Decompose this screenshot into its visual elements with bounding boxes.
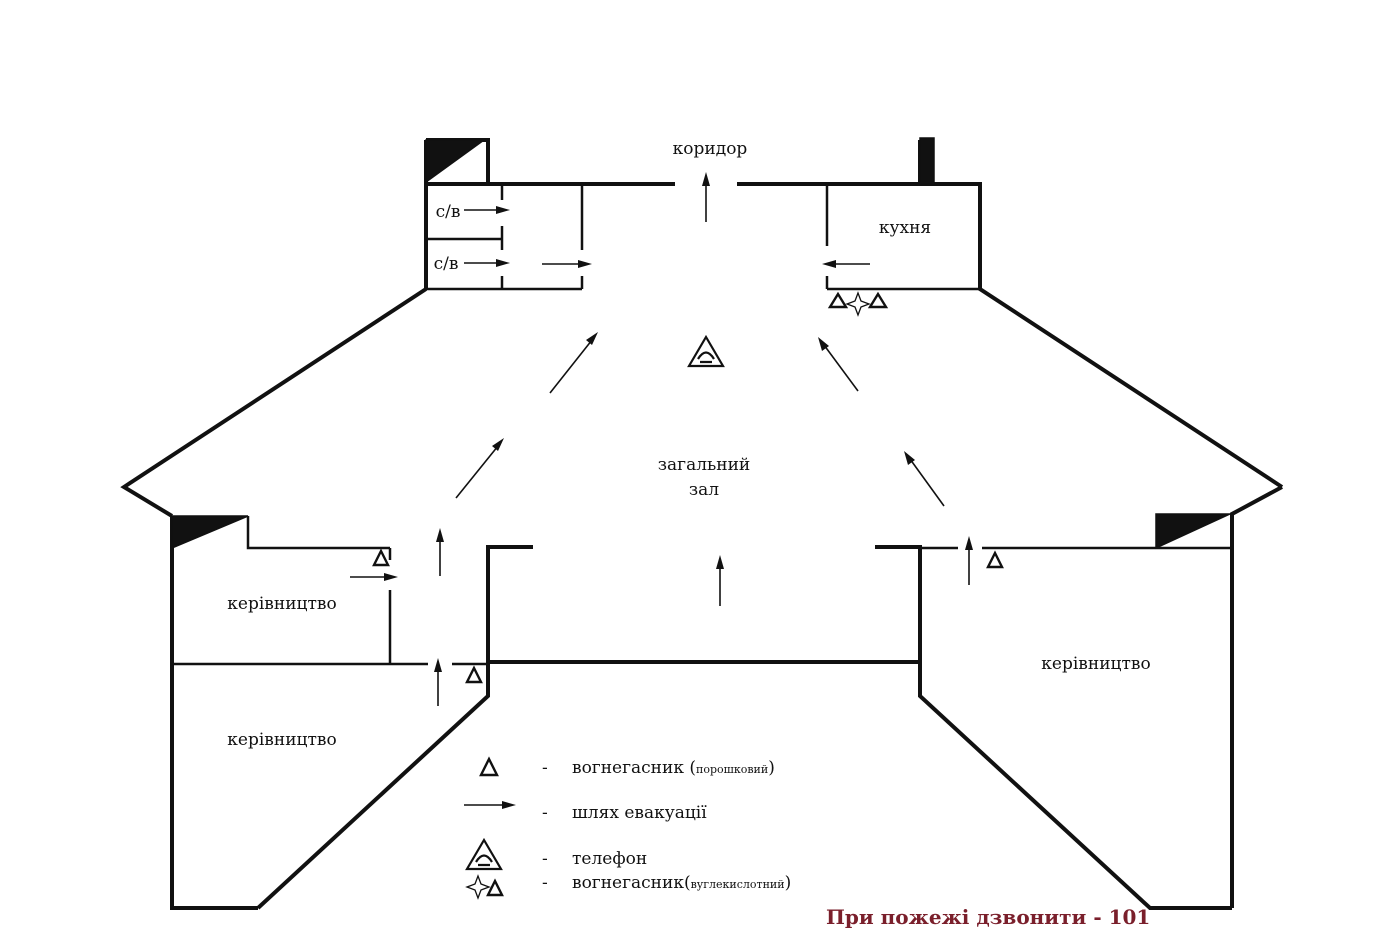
- safety-symbols: [372, 291, 1004, 684]
- legend-phone-label: телефон: [572, 849, 647, 869]
- interior-walls: [172, 184, 1232, 666]
- arrow-wc-bottom: [464, 259, 510, 267]
- arrow-left-wing-lower: [434, 658, 442, 706]
- phone-triangle-icon: [465, 837, 503, 871]
- corner-marks: [171, 137, 1231, 550]
- triangle-icon: [372, 548, 390, 567]
- arrow-vestibule: [542, 260, 592, 268]
- label-management-left-upper: керівництво: [227, 594, 336, 614]
- legend-dash: -: [542, 873, 548, 893]
- label-wc-bottom: с/в: [434, 254, 459, 274]
- triangle-icon: [479, 756, 499, 777]
- wall-left-wing-outer: [170, 516, 258, 910]
- wall-left-diagonal-upper: [120, 287, 428, 518]
- corner-fill-top-right: [919, 137, 935, 185]
- phone-triangle-icon: [687, 334, 725, 368]
- triangle-icon: [986, 550, 1004, 569]
- wall-left-diagonal-lower: [256, 545, 533, 910]
- label-management-right: керівництво: [1041, 654, 1150, 674]
- legend-dash: -: [542, 849, 548, 869]
- corner-fill-left-wing: [171, 515, 249, 550]
- arrow-kitchen: [822, 260, 870, 268]
- arrow-right-wing: [965, 536, 973, 585]
- star-triangle-icon: [465, 874, 504, 900]
- legend-row-co2: - вогнегасник(вуглекислотний): [465, 873, 791, 900]
- label-corridor: коридор: [673, 139, 748, 159]
- label-wc-top: с/в: [436, 202, 461, 222]
- triangle-icon: [827, 291, 849, 309]
- legend-evacuation-label: шлях евакуації: [572, 803, 707, 823]
- label-kitchen: кухня: [879, 218, 931, 238]
- legend-co2-label: вогнегасник(вуглекислотний): [572, 873, 791, 893]
- evacuation-arrows: [350, 172, 973, 706]
- legend-row-evacuation: - шлях евакуації: [464, 801, 707, 823]
- legend: - вогнегасник (порошковий) - шлях евакуа…: [464, 756, 791, 900]
- kitchen-extinguishers: [827, 291, 889, 317]
- corner-fill-right-wing: [1155, 513, 1231, 550]
- label-main-hall-line2: зал: [689, 480, 719, 500]
- triangle-icon: [867, 291, 889, 309]
- triangle-icon: [465, 665, 483, 684]
- legend-powder-label: вогнегасник (порошковий): [572, 758, 775, 778]
- wall-right-diagonal-upper: [920, 182, 1284, 489]
- label-main-hall-line1: загальний: [658, 455, 751, 475]
- arrow-icon: [464, 801, 516, 809]
- star-icon: [845, 291, 871, 317]
- arrow-hall-lower-left: [455, 438, 504, 499]
- arrow-corridor-up: [702, 172, 710, 222]
- arrow-hall-upper-left: [549, 332, 598, 394]
- corner-fill-top-left: [425, 139, 487, 184]
- arrow-wc-top: [464, 206, 510, 214]
- left-wing-top: [246, 516, 390, 550]
- room-labels: коридор с/в с/в кухня загальний зал кері…: [227, 139, 1150, 750]
- arrow-hall-lower-right: [904, 451, 945, 507]
- legend-row-phone: - телефон: [465, 837, 647, 871]
- outer-walls: [120, 138, 1284, 910]
- label-management-left-lower: керівництво: [227, 730, 336, 750]
- arrow-hall-upper-right: [818, 337, 859, 392]
- legend-row-powder: - вогнегасник (порошковий): [479, 756, 775, 778]
- legend-dash: -: [542, 803, 548, 823]
- arrow-hall-bottom-center: [716, 555, 724, 606]
- wall-right-wing-outer: [1230, 485, 1283, 908]
- arrow-left-wing-upper: [436, 528, 444, 576]
- wall-right-diagonal-lower: [875, 545, 1232, 910]
- arrow-left-office: [350, 573, 398, 581]
- legend-dash: -: [542, 758, 548, 778]
- fire-call-notice: При пожежі дзвонити - 101: [826, 905, 1150, 929]
